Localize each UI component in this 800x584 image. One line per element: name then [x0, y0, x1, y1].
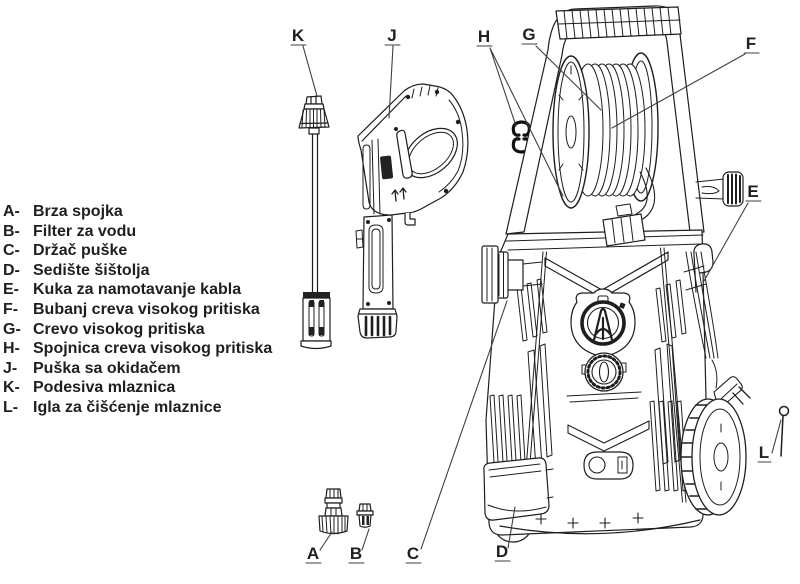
water-filter-drawing	[356, 503, 374, 528]
crank-handle	[695, 171, 744, 207]
part-label: Držač puške	[33, 242, 128, 260]
power-cord	[683, 251, 719, 389]
brand-emblem	[570, 288, 636, 358]
callout-J: J	[384, 26, 401, 119]
gun-holder	[481, 245, 543, 304]
callout-letter: C	[407, 544, 419, 563]
part-label: Podesiva mlaznica	[33, 379, 176, 397]
parts-list-item: D- Sedište šištolja	[3, 261, 272, 281]
part-letter: K-	[3, 379, 20, 397]
parts-list-item: E- Kuka za namotavanje kabla	[3, 280, 272, 300]
gun-seat	[483, 457, 554, 521]
parts-list-item: H- Spojnica creva visokog pritiska	[3, 339, 272, 359]
hose-outlet	[602, 203, 646, 247]
part-label: Spojnica creva visokog pritiska	[33, 340, 273, 358]
callout-F: F	[611, 34, 760, 129]
part-label: Filter za vodu	[33, 222, 137, 240]
callout-letter: E	[747, 182, 758, 201]
power-switch-knob	[566, 352, 642, 403]
adjustable-nozzle-lance-drawing	[298, 95, 332, 350]
callout-letter: G	[522, 25, 535, 44]
part-letter: G-	[3, 320, 21, 338]
parts-list-item: A- Brza spojka	[3, 202, 272, 222]
callout-K: K	[290, 26, 318, 97]
cleaning-needle-drawing	[778, 405, 790, 457]
callout-letter: D	[496, 542, 508, 561]
part-label: Crevo visokog pritiska	[33, 320, 205, 338]
part-label: Igla za čišćenje mlaznice	[33, 398, 222, 416]
part-label: Brza spojka	[33, 203, 123, 220]
part-letter: B-	[3, 222, 20, 240]
callouts: K J H G F E L	[290, 25, 782, 564]
part-label: Sedište šištolja	[33, 261, 150, 279]
callout-G: G	[521, 25, 602, 111]
part-label: Puška sa okidačem	[33, 359, 181, 377]
callout-letter: K	[292, 26, 305, 45]
callout-letter: A	[307, 544, 319, 563]
part-label: Bubanj creva visokog pritiska	[33, 300, 260, 318]
part-letter: J-	[3, 359, 18, 377]
callout-letter: F	[746, 34, 756, 53]
parts-list: A- Brza spojka B- Filter za vodu C- Držač p…	[3, 202, 272, 418]
callout-letter: L	[759, 443, 769, 462]
callout-E: E	[703, 182, 762, 282]
trigger-gun-drawing	[355, 83, 469, 339]
part-letter: A-	[3, 203, 20, 220]
parts-list-item: G- Crevo visokog pritiska	[3, 320, 272, 340]
parts-list-item: J- Puška sa okidačem	[3, 359, 272, 379]
part-letter: D-	[3, 261, 20, 279]
wheel	[680, 398, 747, 516]
part-letter: E-	[3, 281, 19, 299]
callout-letter: J	[387, 26, 396, 45]
callout-D: D	[494, 506, 516, 562]
callout-H: H	[476, 27, 564, 197]
hose-reel	[552, 52, 659, 221]
part-letter: L-	[3, 398, 19, 416]
callout-letter: H	[478, 27, 490, 46]
callout-B: B	[348, 528, 370, 564]
part-letter: H-	[3, 340, 20, 358]
callout-A: A	[305, 531, 333, 564]
quick-connector-drawing	[318, 488, 349, 535]
parts-list-item: B- Filter za vodu	[3, 222, 272, 242]
callout-L: L	[757, 419, 782, 463]
parts-list-item: L- Igla za čišćenje mlaznice	[3, 398, 272, 418]
pressure-washer-drawing	[481, 5, 751, 543]
parts-list-item: C- Držač puške	[3, 241, 272, 261]
part-label: Kuka za namotavanje kabla	[33, 281, 242, 299]
part-letter: F-	[3, 300, 19, 318]
callout-letter: B	[350, 544, 362, 563]
parts-list-item: F- Bubanj creva visokog pritiska	[3, 300, 272, 320]
parts-list-item: K- Podesiva mlaznica	[3, 378, 272, 398]
callout-C: C	[405, 300, 508, 564]
part-letter: C-	[3, 242, 20, 260]
